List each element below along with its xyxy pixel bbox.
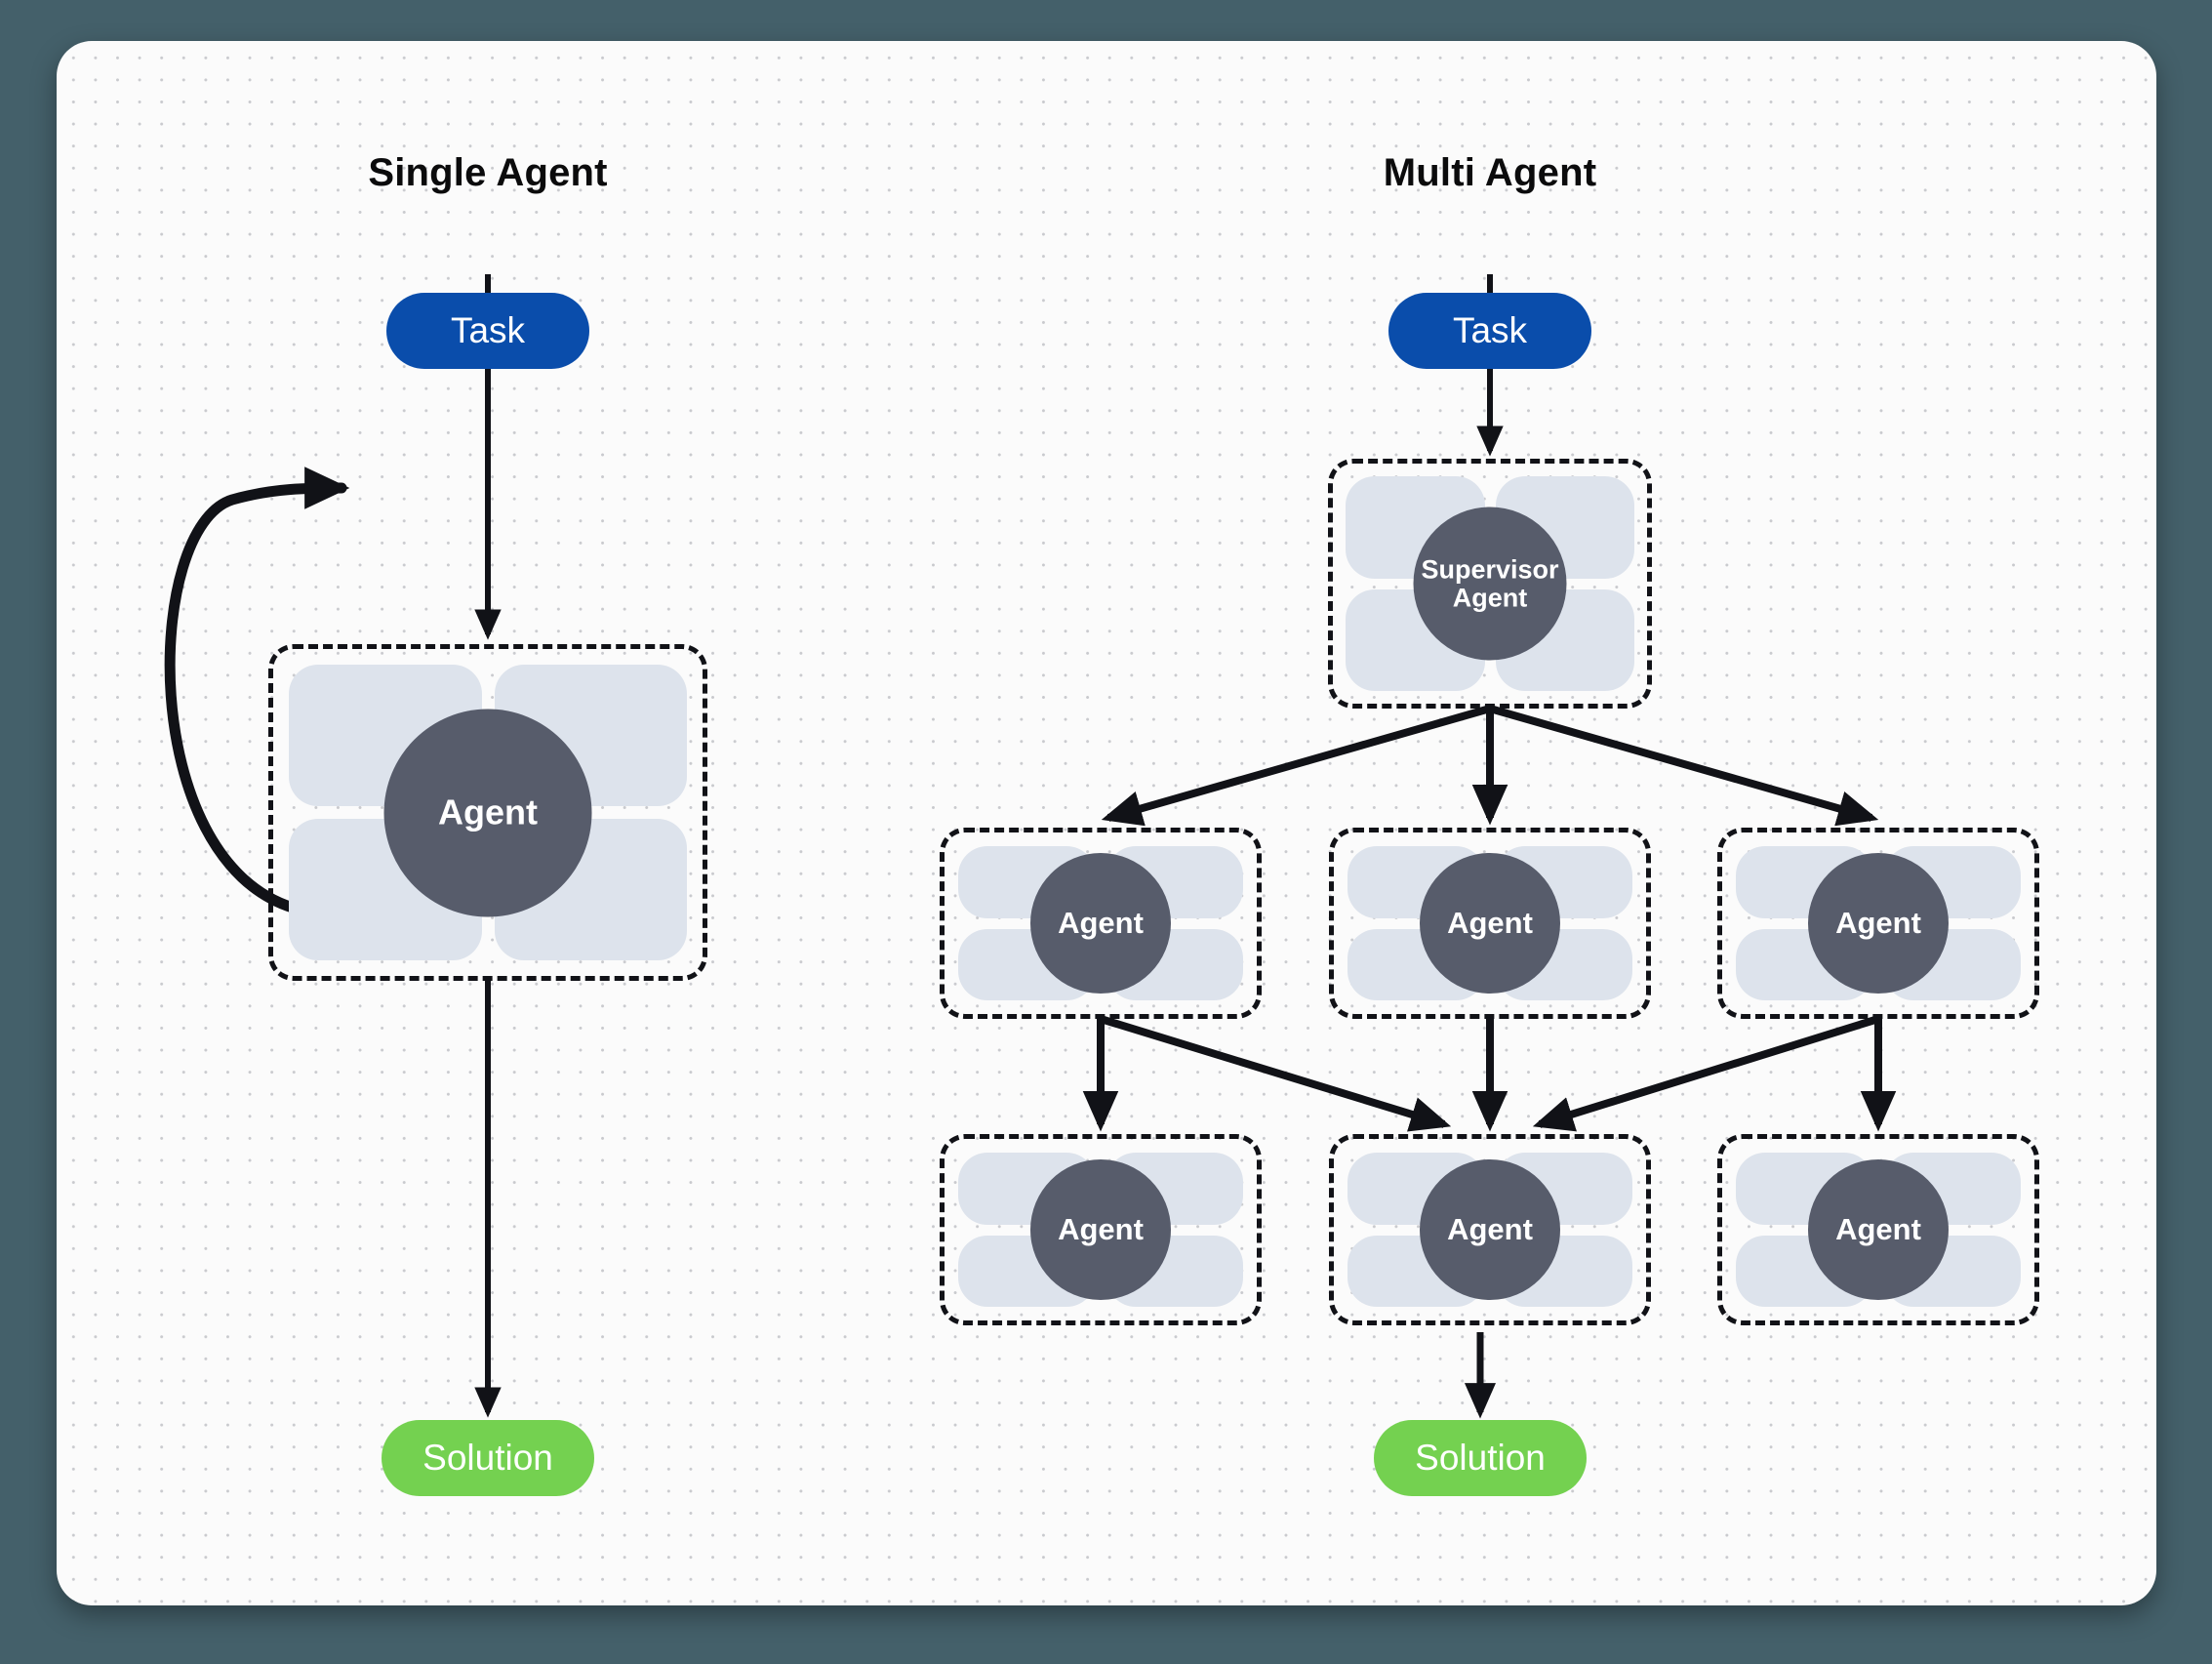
supervisor-label-line1: Supervisor	[1421, 554, 1559, 585]
single-task-node[interactable]: Task	[386, 293, 589, 369]
multi-agent-box-row1-3[interactable]: Agent	[1717, 828, 2039, 1019]
agent-circle-label: Agent	[1030, 1159, 1171, 1300]
agent-circle-label: Agent	[1030, 853, 1171, 994]
multi-agent-box-row2-2[interactable]: Agent	[1329, 1134, 1651, 1325]
agent-circle-label: Agent	[1420, 1159, 1560, 1300]
supervisor-agent-circle: Supervisor Agent	[1413, 507, 1567, 661]
supervisor-agent-box[interactable]: Supervisor Agent	[1328, 459, 1652, 709]
agent-circle-label: Agent	[383, 709, 592, 916]
column-title-single-agent: Single Agent	[368, 151, 608, 194]
agent-circle-label: Agent	[1808, 1159, 1949, 1300]
single-agent-box[interactable]: Agent	[268, 644, 707, 981]
column-title-multi-agent: Multi Agent	[1383, 151, 1597, 194]
single-solution-node[interactable]: Solution	[382, 1420, 594, 1496]
multi-agent-box-row1-1[interactable]: Agent	[940, 828, 1262, 1019]
multi-solution-node[interactable]: Solution	[1374, 1420, 1587, 1496]
agent-circle-label: Agent	[1808, 853, 1949, 994]
multi-task-node[interactable]: Task	[1388, 293, 1591, 369]
multi-agent-box-row1-2[interactable]: Agent	[1329, 828, 1651, 1019]
multi-agent-box-row2-3[interactable]: Agent	[1717, 1134, 2039, 1325]
supervisor-label-line2: Agent	[1452, 583, 1528, 612]
multi-agent-box-row2-1[interactable]: Agent	[940, 1134, 1262, 1325]
agent-circle-label: Agent	[1420, 853, 1560, 994]
